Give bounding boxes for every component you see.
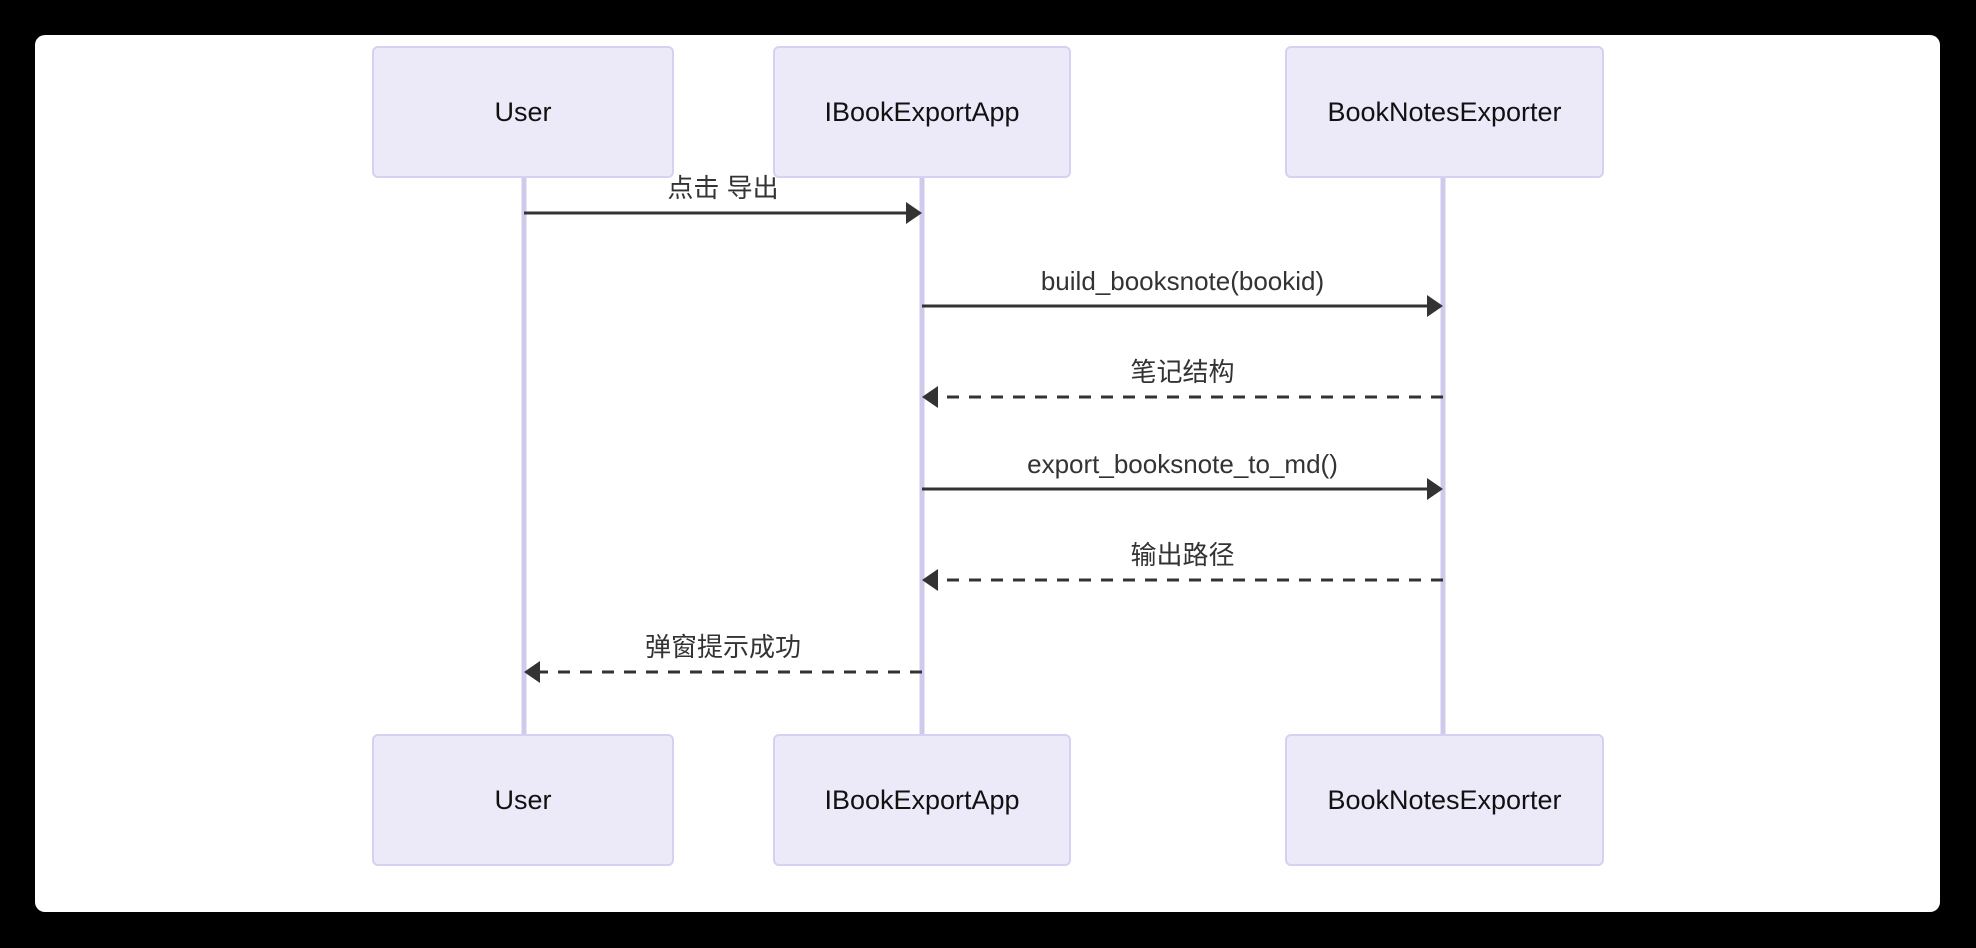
participant-label-app: IBookExportApp — [824, 96, 1020, 127]
message-arrowhead-5 — [922, 569, 938, 591]
participant-label-exporter: BookNotesExporter — [1327, 784, 1562, 815]
message-label-1: 点击 导出 — [667, 173, 779, 203]
message-label-2: build_booksnote(bookid) — [1040, 266, 1325, 296]
participant-box-exporter-top[interactable]: BookNotesExporter — [1285, 46, 1604, 178]
message-arrowhead-6 — [524, 661, 540, 683]
message-arrowhead-4 — [1427, 478, 1443, 500]
message-arrowhead-1 — [906, 202, 922, 224]
message-label-4: export_booksnote_to_md() — [1027, 449, 1338, 479]
message-label-6: 弹窗提示成功 — [644, 632, 802, 662]
participant-box-exporter-bottom[interactable]: BookNotesExporter — [1285, 734, 1604, 866]
message-label-3: 笔记结构 — [1130, 357, 1235, 387]
participant-label-exporter: BookNotesExporter — [1327, 96, 1562, 127]
diagram-vector-layer — [521, 178, 1446, 734]
participant-box-user-bottom[interactable]: User — [372, 734, 674, 866]
message-label-5: 输出路径 — [1130, 540, 1235, 570]
participant-label-app: IBookExportApp — [824, 784, 1020, 815]
message-arrowhead-3 — [922, 386, 938, 408]
participant-label-user: User — [494, 784, 552, 815]
participant-box-app-top[interactable]: IBookExportApp — [773, 46, 1071, 178]
participant-box-user-top[interactable]: User — [372, 46, 674, 178]
participant-box-app-bottom[interactable]: IBookExportApp — [773, 734, 1071, 866]
message-arrowhead-2 — [1427, 295, 1443, 317]
participant-label-user: User — [494, 96, 552, 127]
